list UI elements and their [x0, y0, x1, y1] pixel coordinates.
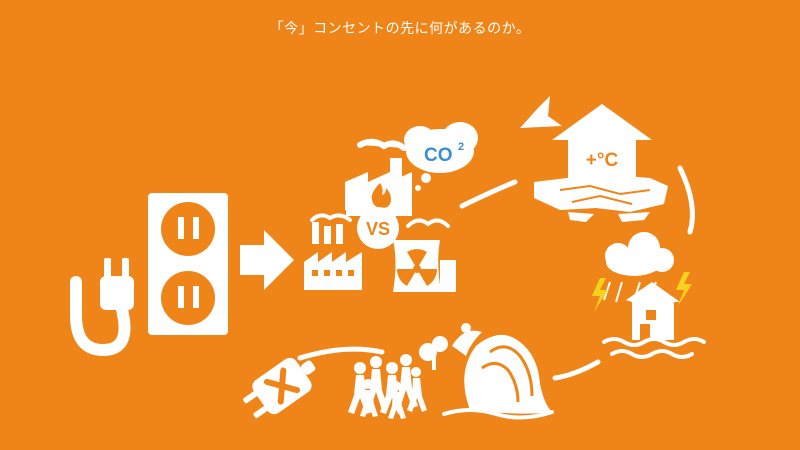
connector-warming-to-storm — [677, 165, 695, 235]
storm-flood-icon — [592, 232, 706, 359]
co2-label: CO — [424, 145, 453, 166]
versus-label: VS — [366, 219, 390, 239]
power-plug-icon — [70, 258, 134, 357]
connector-emissions-to-warming — [459, 179, 518, 209]
co2-cloud-icon: CO 2 — [404, 122, 478, 191]
melting-ice-icon — [520, 96, 668, 222]
evacuating-people-icon — [348, 354, 427, 419]
unplugged-plug-icon — [243, 357, 316, 418]
right-arrow-icon — [240, 230, 294, 290]
temperature-arrow-icon: +°C — [552, 104, 652, 184]
temperature-label: +°C — [586, 150, 619, 171]
wall-outlet-icon — [148, 193, 228, 335]
factory-icon — [304, 213, 362, 290]
connector-tsunami-to-unplug — [297, 346, 385, 361]
connector-storm-to-tsunami — [552, 359, 601, 381]
fire-icon — [371, 183, 391, 208]
tsunami-icon — [419, 323, 554, 420]
versus-badge: VS — [357, 207, 399, 249]
radiation-icon — [396, 249, 438, 286]
diagram-caption: 「今」コンセントの先に何があるのか。 — [269, 21, 531, 37]
cycle-connectors — [297, 165, 695, 381]
co2-subscript: 2 — [458, 141, 464, 153]
